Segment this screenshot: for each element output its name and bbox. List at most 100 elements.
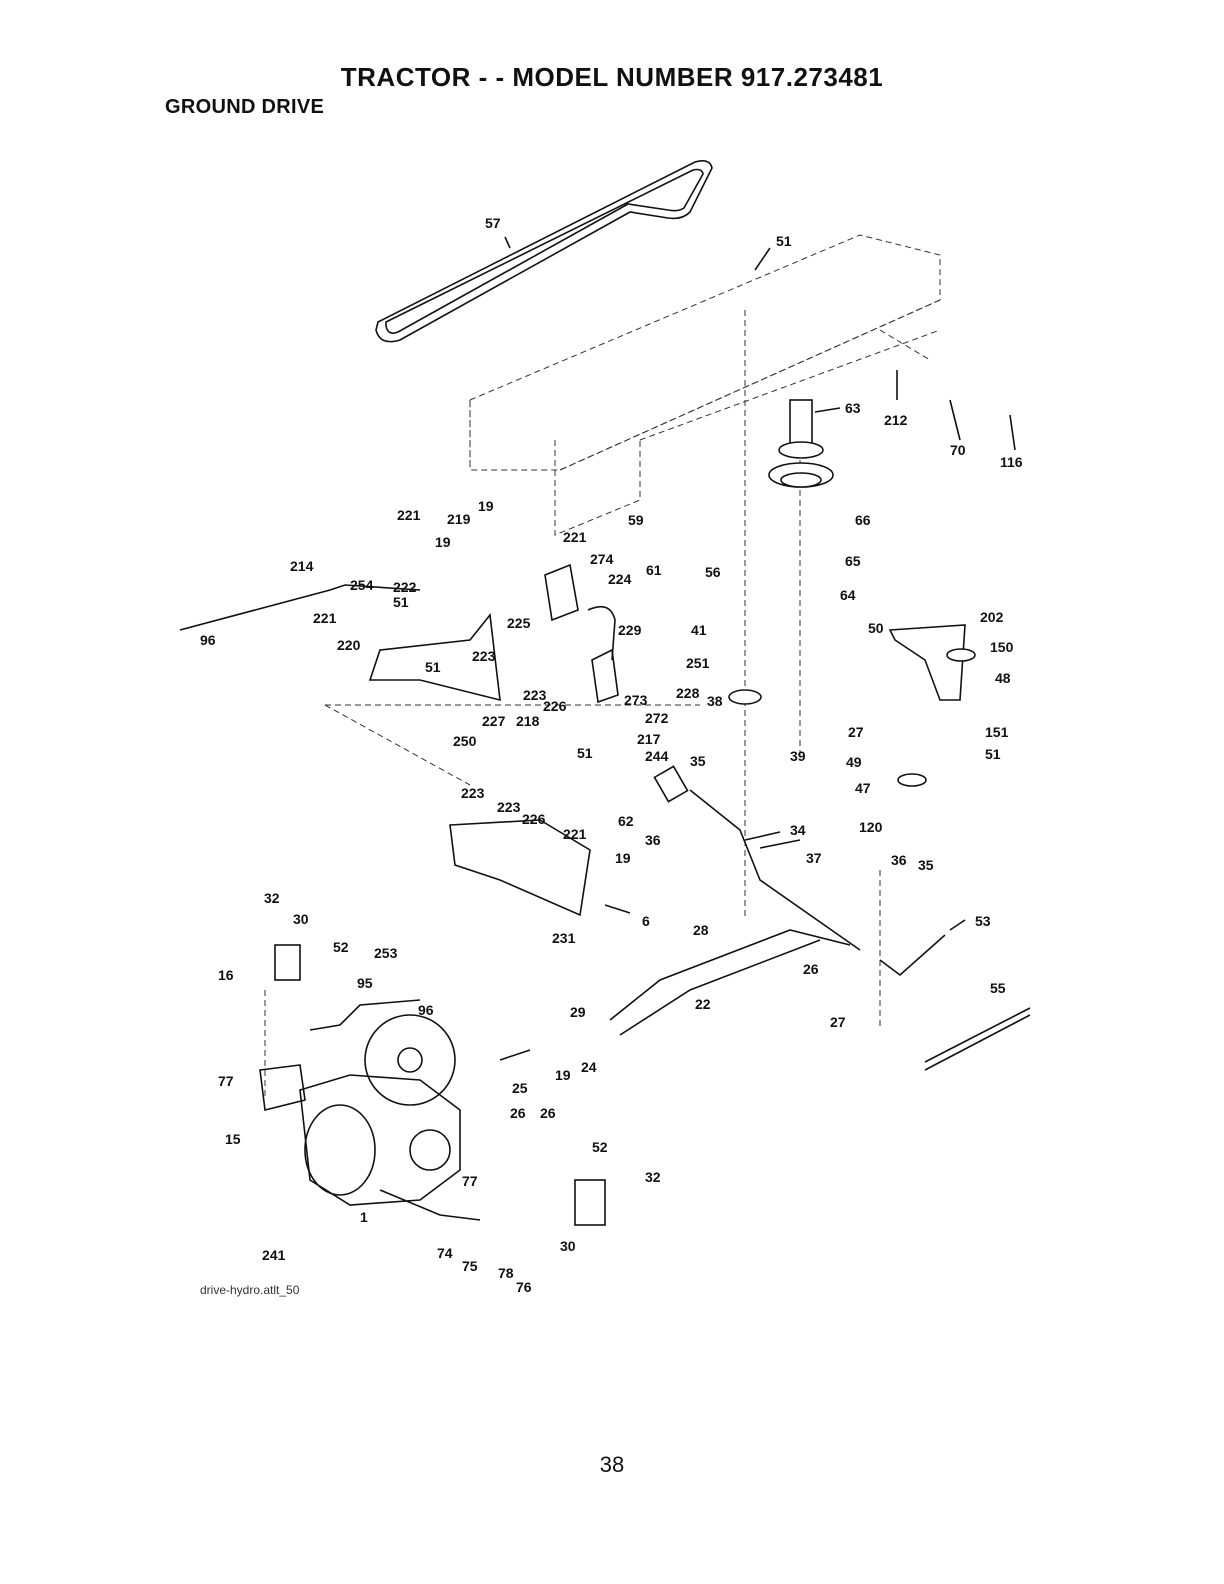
callout: 32 — [264, 890, 280, 906]
callout: 151 — [985, 724, 1009, 740]
callout: 221 — [563, 826, 587, 842]
callout: 95 — [357, 975, 373, 991]
page-number: 38 — [599, 1452, 625, 1477]
callout: 51 — [577, 745, 593, 761]
callout: 56 — [705, 564, 721, 580]
callout: 59 — [628, 512, 644, 528]
callout: 19 — [555, 1067, 571, 1083]
callout: 217 — [637, 731, 661, 747]
callout: 251 — [686, 655, 710, 671]
callout: 219 — [447, 511, 471, 527]
callout: 66 — [855, 512, 871, 528]
callout: 52 — [333, 939, 349, 955]
callout: 221 — [313, 610, 337, 626]
callout: 39 — [790, 748, 806, 764]
drive-belt — [375, 160, 713, 343]
callout: 244 — [645, 748, 669, 764]
callout: 55 — [990, 980, 1006, 996]
callout-labels: 57 51 63 212 70 116 19 221 219 221 19 59… — [200, 215, 1023, 1295]
callout: 214 — [290, 558, 314, 574]
callout: 221 — [397, 507, 421, 523]
callout: 70 — [950, 442, 966, 458]
section-title: GROUND DRIVE — [165, 96, 325, 118]
callout: 77 — [462, 1173, 478, 1189]
callout: 19 — [615, 850, 631, 866]
callout: 37 — [806, 850, 822, 866]
callout: 228 — [676, 685, 700, 701]
callout: 36 — [891, 852, 907, 868]
callout: 150 — [990, 639, 1014, 655]
callout: 38 — [707, 693, 723, 709]
callout: 35 — [690, 753, 706, 769]
callout: 226 — [522, 811, 546, 827]
callout: 51 — [393, 594, 409, 610]
callout: 74 — [437, 1245, 453, 1261]
callout: 25 — [512, 1080, 528, 1096]
callout: 221 — [563, 529, 587, 545]
callout: 222 — [393, 579, 417, 595]
hydro-transaxle — [259, 1014, 481, 1221]
callout: 32 — [645, 1169, 661, 1185]
diagram-file-label: drive-hydro.atlt_50 — [200, 1283, 300, 1297]
callout: 36 — [645, 832, 661, 848]
callout: 250 — [453, 733, 477, 749]
callout: 62 — [618, 813, 634, 829]
callout: 225 — [507, 615, 531, 631]
callout: 57 — [485, 215, 501, 231]
callout: 35 — [918, 857, 934, 873]
callout: 27 — [830, 1014, 846, 1030]
callout: 78 — [498, 1265, 514, 1281]
callout: 19 — [478, 498, 494, 514]
callout: 253 — [374, 945, 398, 961]
callout: 52 — [592, 1139, 608, 1155]
callout: 229 — [618, 622, 642, 638]
callout: 76 — [516, 1279, 532, 1295]
callout: 227 — [482, 713, 506, 729]
callout: 241 — [262, 1247, 286, 1263]
callout: 223 — [461, 785, 485, 801]
callout: 41 — [691, 622, 707, 638]
callout: 26 — [510, 1105, 526, 1121]
callout: 226 — [543, 698, 567, 714]
callout: 29 — [570, 1004, 586, 1020]
callout: 254 — [350, 577, 374, 593]
callout: 34 — [790, 822, 806, 838]
callout: 49 — [846, 754, 862, 770]
callout: 16 — [218, 967, 234, 983]
callout: 77 — [218, 1073, 234, 1089]
callout: 274 — [590, 551, 614, 567]
callout: 223 — [497, 799, 521, 815]
idler-pulley — [728, 399, 834, 705]
leader-lines — [504, 236, 1016, 931]
callout: 116 — [1000, 454, 1023, 470]
callout: 50 — [868, 620, 884, 636]
callout: 223 — [472, 648, 496, 664]
callout: 26 — [803, 961, 819, 977]
linkage-parts — [179, 563, 1031, 1226]
callout: 272 — [645, 710, 669, 726]
callout: 273 — [624, 692, 648, 708]
callout: 30 — [560, 1238, 576, 1254]
callout: 30 — [293, 911, 309, 927]
callout: 63 — [845, 400, 861, 416]
callout: 64 — [840, 587, 856, 603]
callout: 120 — [859, 819, 883, 835]
page-title: TRACTOR - - MODEL NUMBER 917.273481 — [340, 62, 884, 92]
callout: 28 — [693, 922, 709, 938]
callout: 47 — [855, 780, 871, 796]
callout: 26 — [540, 1105, 556, 1121]
callout: 231 — [552, 930, 576, 946]
callout: 96 — [418, 1002, 434, 1018]
callout: 218 — [516, 713, 540, 729]
callout: 22 — [695, 996, 711, 1012]
callout: 51 — [985, 746, 1001, 762]
callout: 61 — [646, 562, 662, 578]
callout: 1 — [360, 1209, 368, 1225]
callout: 48 — [995, 670, 1011, 686]
callout: 202 — [980, 609, 1004, 625]
callout: 75 — [462, 1258, 478, 1274]
callout: 51 — [776, 233, 792, 249]
callout: 51 — [425, 659, 441, 675]
callout: 24 — [581, 1059, 597, 1075]
callout: 19 — [435, 534, 451, 550]
